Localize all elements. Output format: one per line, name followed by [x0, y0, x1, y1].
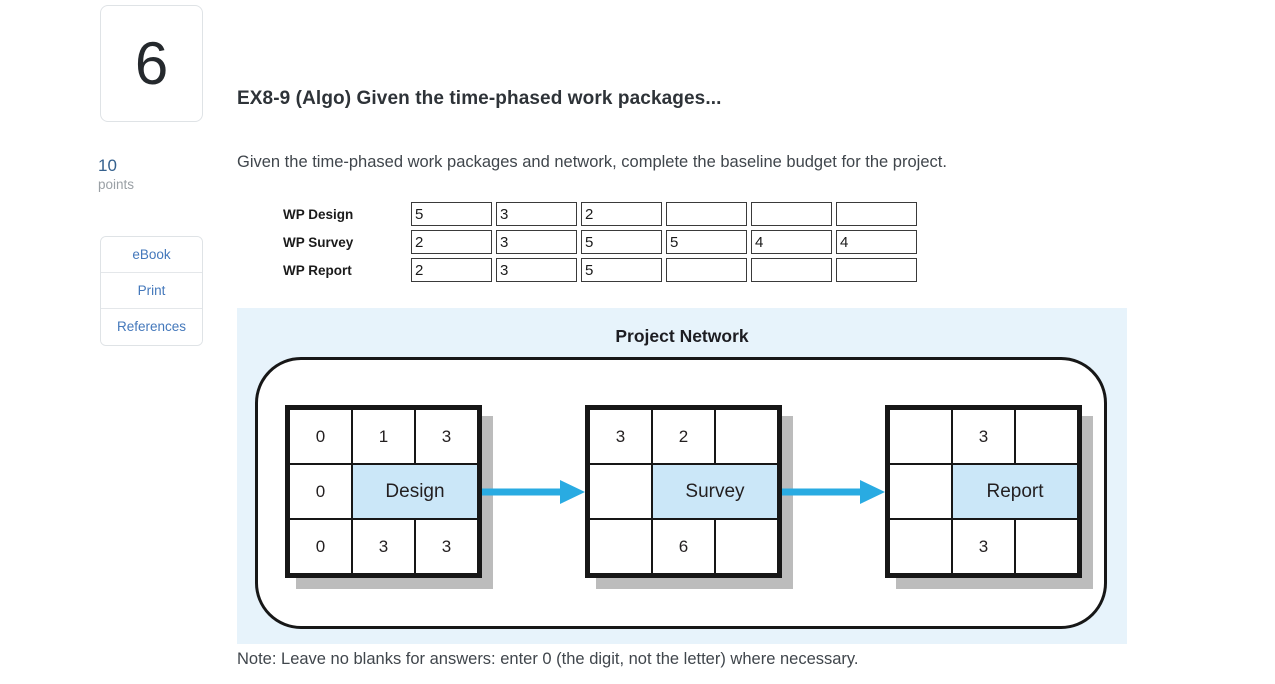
arrow-survey-to-report: [782, 480, 885, 504]
survey-id-cell: 2: [652, 409, 715, 464]
wp-report-cell-4[interactable]: [666, 258, 747, 282]
table-row: WP Survey: [283, 230, 921, 254]
table-row: WP Design: [283, 202, 921, 226]
design-id-cell: 1: [352, 409, 415, 464]
page-title: EX8-9 (Algo) Given the time-phased work …: [237, 88, 722, 109]
design-dur-cell: 3: [352, 519, 415, 574]
table-row: WP Report: [283, 258, 921, 282]
references-button[interactable]: References: [101, 309, 202, 345]
project-network-figure: Project Network 0 1 3 0 Design 0 3 3 3 2…: [237, 308, 1127, 644]
wp-design-cell-2[interactable]: [496, 202, 577, 226]
arrow-design-to-survey: [482, 480, 585, 504]
report-ef-cell: [1015, 409, 1078, 464]
report-sl-cell: [889, 464, 952, 519]
survey-dur-cell: 6: [652, 519, 715, 574]
report-id-cell: 3: [952, 409, 1015, 464]
wp-survey-cell-3[interactable]: [581, 230, 662, 254]
design-lf-cell: 3: [415, 519, 478, 574]
wp-design-cell-6[interactable]: [836, 202, 917, 226]
question-number: 6: [134, 30, 169, 97]
wp-survey-cell-2[interactable]: [496, 230, 577, 254]
design-name-cell: Design: [352, 464, 478, 519]
answer-note: Note: Leave no blanks for answers: enter…: [237, 650, 859, 668]
question-number-card: 6: [100, 5, 203, 122]
wp-report-cell-2[interactable]: [496, 258, 577, 282]
wp-survey-cell-1[interactable]: [411, 230, 492, 254]
wp-survey-cell-5[interactable]: [751, 230, 832, 254]
wp-survey-cell-4[interactable]: [666, 230, 747, 254]
network-node-survey: 3 2 Survey 6: [585, 405, 782, 578]
survey-name-cell: Survey: [652, 464, 778, 519]
question-tools-card: eBook Print References: [100, 236, 203, 346]
survey-sl-cell: [589, 464, 652, 519]
wp-budget-table: WP Design WP Survey WP Report: [283, 202, 921, 286]
survey-lf-cell: [715, 519, 778, 574]
ebook-button[interactable]: eBook: [101, 237, 202, 273]
report-name-cell: Report: [952, 464, 1078, 519]
wp-report-cell-1[interactable]: [411, 258, 492, 282]
survey-es-cell: 3: [589, 409, 652, 464]
points-block: 10 points: [98, 156, 134, 194]
report-dur-cell: 3: [952, 519, 1015, 574]
figure-title: Project Network: [615, 326, 749, 346]
instruction-text: Given the time-phased work packages and …: [237, 153, 947, 171]
wp-row-label: WP Design: [283, 206, 354, 222]
report-es-cell: [889, 409, 952, 464]
print-button[interactable]: Print: [101, 273, 202, 309]
design-ls-cell: 0: [289, 519, 352, 574]
design-sl-cell: 0: [289, 464, 352, 519]
points-label: points: [98, 177, 135, 192]
wp-design-cell-3[interactable]: [581, 202, 662, 226]
survey-ef-cell: [715, 409, 778, 464]
wp-row-label: WP Survey: [283, 234, 354, 250]
wp-survey-cell-6[interactable]: [836, 230, 917, 254]
design-ef-cell: 3: [415, 409, 478, 464]
wp-report-cell-3[interactable]: [581, 258, 662, 282]
network-node-report: 3 Report 3: [885, 405, 1082, 578]
design-es-cell: 0: [289, 409, 352, 464]
points-value: 10: [98, 156, 117, 175]
wp-report-cell-6[interactable]: [836, 258, 917, 282]
wp-row-label: WP Report: [283, 262, 352, 278]
wp-design-cell-5[interactable]: [751, 202, 832, 226]
report-ls-cell: [889, 519, 952, 574]
report-lf-cell: [1015, 519, 1078, 574]
network-node-design: 0 1 3 0 Design 0 3 3: [285, 405, 482, 578]
survey-ls-cell: [589, 519, 652, 574]
wp-report-cell-5[interactable]: [751, 258, 832, 282]
wp-design-cell-4[interactable]: [666, 202, 747, 226]
wp-design-cell-1[interactable]: [411, 202, 492, 226]
